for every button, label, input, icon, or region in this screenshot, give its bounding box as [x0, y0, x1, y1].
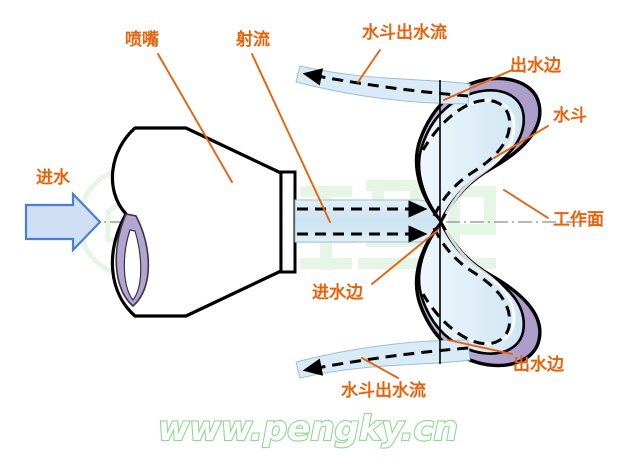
nozzle-body — [110, 126, 283, 318]
inlet-arrow — [24, 191, 102, 253]
label-inlet-edge: 进水边 — [312, 283, 363, 303]
label-bucket-outflow-bottom: 水斗出水流 — [341, 381, 426, 401]
label-inlet-water: 进水 — [36, 168, 70, 188]
label-bucket-outflow-top: 水斗出水流 — [362, 23, 447, 43]
nozzle-needle — [115, 213, 150, 308]
label-nozzle: 喷嘴 — [125, 30, 159, 50]
nozzle-tip-plate — [279, 170, 297, 274]
label-leader-lines — [157, 49, 549, 379]
site-watermark: www.pengky.cn — [157, 409, 459, 449]
label-jet: 射流 — [236, 30, 270, 50]
jet-stream — [294, 199, 442, 243]
label-bucket: 水斗 — [553, 106, 587, 126]
flow-streamlines — [297, 68, 512, 376]
label-outlet-edge-top: 出水边 — [510, 56, 561, 76]
label-working-face: 工作面 — [553, 210, 604, 230]
bucket-outflow-bands — [295, 65, 471, 379]
label-outlet-edge-bottom: 出水边 — [513, 355, 564, 375]
